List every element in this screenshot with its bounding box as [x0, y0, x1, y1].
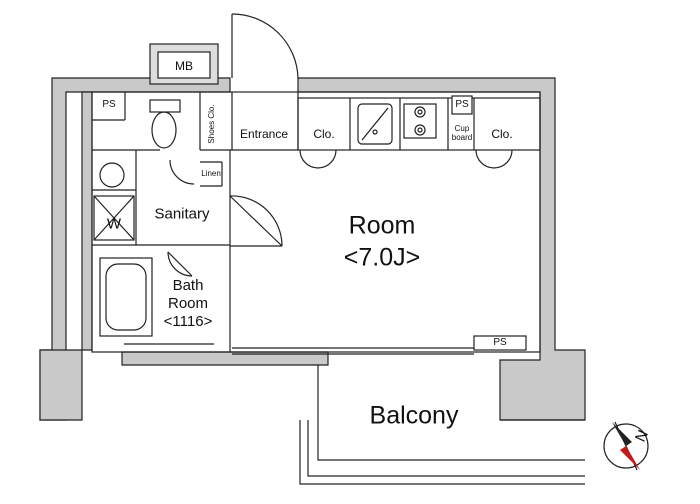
room-size-label: <7.0J> [343, 243, 421, 272]
closet-left-label: Clo. [313, 127, 335, 141]
cupboard-line2: board [451, 133, 473, 142]
room-label: Room [348, 211, 416, 240]
ps-label-bottom: PS [493, 337, 507, 348]
shoes-closet-label: Shoes Clo. [207, 104, 216, 144]
mb-label: MB [175, 59, 193, 73]
compass [603, 421, 649, 471]
balcony-label: Balcony [369, 401, 459, 430]
balcony-outline [299, 365, 585, 485]
shoes-closet-line2: Clo. [207, 104, 216, 119]
entrance-label: Entrance [239, 127, 289, 141]
ps-label-kitchen: PS [455, 99, 469, 110]
sanitary-label: Sanitary [154, 205, 210, 223]
ps-label-top-left: PS [102, 99, 116, 110]
bath-room-label: Bath Room <1116> [164, 277, 213, 331]
closet-right-label: Clo. [491, 127, 513, 141]
cupboard-label: Cup board [451, 124, 473, 143]
unit-outline [91, 91, 541, 353]
bath-size: <1116> [163, 313, 213, 330]
cupboard-line1: Cup [454, 124, 470, 134]
linen-label: Linen [201, 169, 221, 178]
bath-line2: Room [167, 295, 209, 312]
bath-line1: Bath [172, 277, 204, 294]
washer-label: W [106, 215, 122, 233]
shoes-closet-line1: Shoes [207, 120, 216, 144]
